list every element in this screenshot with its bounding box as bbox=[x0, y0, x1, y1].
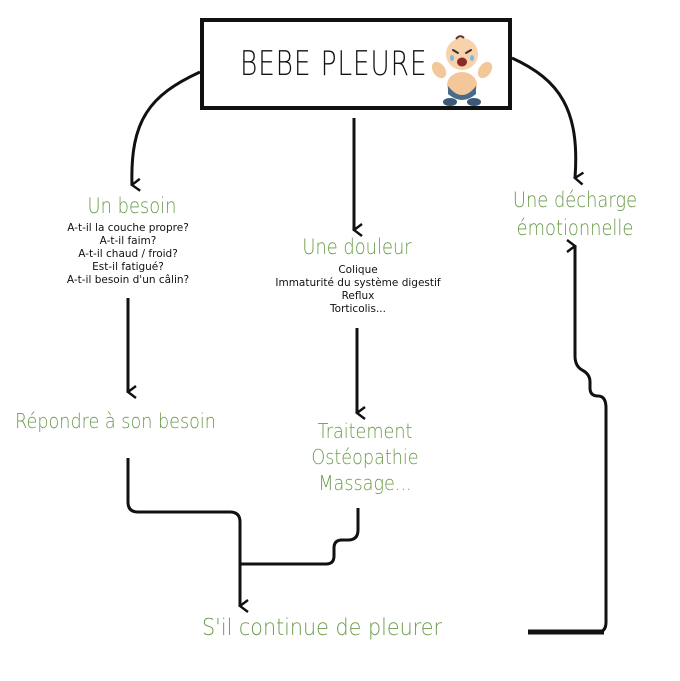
besoin-item: A-t-il faim? bbox=[99, 235, 157, 247]
decharge-line-2: émotionnelle bbox=[516, 216, 634, 240]
douleur-item: Reflux bbox=[341, 290, 375, 302]
loop-back-base bbox=[528, 239, 608, 634]
crying-baby-icon bbox=[431, 35, 493, 106]
besoin-items: A-t-il la couche propre? A-t-il faim? A-… bbox=[38, 222, 218, 287]
douleur-item: Colique bbox=[338, 264, 378, 276]
arrow-to-besoin bbox=[130, 70, 201, 192]
besoin-heading: Un besoin bbox=[87, 194, 177, 218]
continue-pleurer-text: S'il continue de pleurer bbox=[201, 615, 442, 641]
douleur-item: Immaturité du système digestif bbox=[275, 277, 441, 289]
besoin-item: A-t-il chaud / froid? bbox=[78, 248, 178, 260]
decharge-heading: Une décharge émotionnelle bbox=[507, 186, 643, 242]
besoin-item: Est-il fatigué? bbox=[92, 261, 164, 273]
besoin-item: A-t-il la couche propre? bbox=[67, 222, 189, 234]
decharge-line-1: Une décharge bbox=[512, 188, 638, 212]
besoin-item: A-t-il besoin d'un câlin? bbox=[66, 274, 190, 286]
douleur-heading: Une douleur bbox=[302, 235, 412, 259]
douleur-item: Torticolis... bbox=[330, 303, 386, 315]
loop-back-line bbox=[528, 244, 606, 632]
traitement-line: Ostéopathie bbox=[311, 445, 419, 469]
title-text: BEBE PLEURE bbox=[240, 44, 428, 84]
traitement-action: Traitement Ostéopathie Massage... bbox=[299, 418, 431, 496]
arrow-to-decharge bbox=[511, 56, 585, 186]
title-box: BEBE PLEURE bbox=[200, 18, 512, 110]
traitement-line: Massage... bbox=[318, 471, 412, 495]
douleur-items: Colique Immaturité du système digestif R… bbox=[258, 264, 458, 316]
repondre-action: Répondre à son besoin bbox=[15, 409, 216, 433]
line-repondre-merge bbox=[126, 458, 249, 613]
line-traitement-merge bbox=[240, 508, 360, 566]
traitement-line: Traitement bbox=[317, 419, 413, 443]
